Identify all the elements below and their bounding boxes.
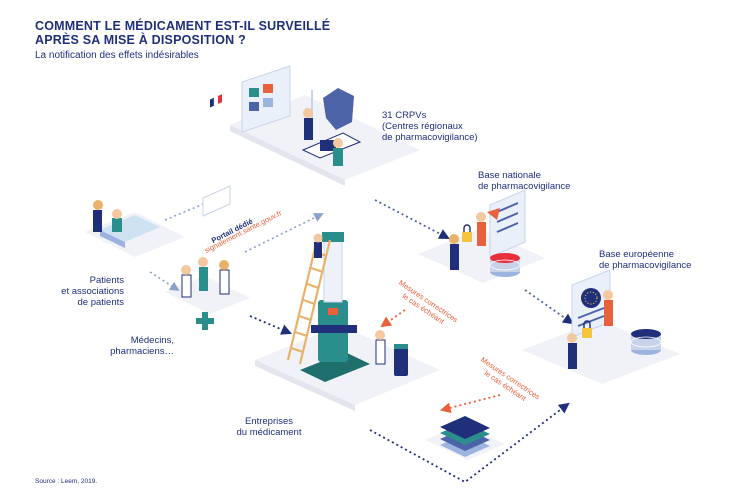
person-crpv-2 bbox=[333, 148, 343, 166]
person-europe-2 bbox=[568, 343, 577, 369]
arrow-patients-portal bbox=[164, 193, 227, 221]
base-nationale-scene bbox=[449, 189, 526, 277]
base-europeenne-scene bbox=[567, 269, 662, 369]
medecins-scene bbox=[181, 257, 230, 330]
arrow-medecins-crpv bbox=[244, 213, 324, 253]
database-icon-europe bbox=[630, 329, 662, 355]
person-europe-1 bbox=[604, 300, 613, 326]
doctor-2 bbox=[199, 267, 208, 291]
label-base-europeenne: Base européenne de pharmacovigilance bbox=[599, 249, 692, 271]
microscope-scene bbox=[286, 232, 408, 382]
arrow-patients-medecins bbox=[149, 271, 180, 292]
sample-bottle bbox=[394, 348, 408, 376]
document-stack-icon bbox=[440, 416, 490, 457]
scientist bbox=[375, 339, 386, 365]
label-entreprises: Entreprises du médicament bbox=[236, 416, 302, 438]
database-icon-nationale bbox=[489, 253, 521, 277]
arrow-crpv-base-nationale bbox=[374, 199, 450, 239]
label-patients: Patients et associations de patients bbox=[61, 275, 124, 308]
portal-card bbox=[202, 94, 231, 217]
label-medecins: Médecins, pharmaciens… bbox=[110, 335, 174, 357]
label-base-nationale: Base nationale de pharmacovigilance bbox=[478, 170, 571, 192]
source-note: Source : Leem, 2019. bbox=[35, 478, 98, 485]
person-crpv-1 bbox=[304, 118, 313, 140]
patients-scene bbox=[93, 200, 160, 248]
arrow-medecins-entreprises bbox=[249, 315, 292, 335]
padlock-icon bbox=[462, 232, 472, 242]
crpv-scene bbox=[241, 65, 362, 166]
arrow-entreprises-europeenne bbox=[369, 402, 570, 484]
page-subtitle: La notification des effets indésirables bbox=[35, 50, 199, 61]
person-nationale-1 bbox=[477, 222, 486, 246]
label-crpv: 31 CRPVs (Centres régionaux de pharmacov… bbox=[382, 110, 478, 143]
ladder-icon bbox=[286, 235, 332, 365]
padlock-icon-europe bbox=[582, 328, 592, 338]
microscope-base bbox=[300, 352, 370, 382]
france-map-icon bbox=[323, 88, 354, 130]
eu-flag-icon bbox=[581, 288, 601, 308]
arrow-mesures-1 bbox=[380, 309, 406, 328]
arrow-mesures-2 bbox=[439, 394, 501, 414]
pharmacy-cross-icon bbox=[196, 312, 214, 330]
doctor-3 bbox=[219, 269, 230, 295]
person-nationale-2 bbox=[450, 244, 459, 270]
patient-in-bed bbox=[112, 218, 122, 232]
arrow-nationale-europeenne bbox=[524, 289, 574, 325]
patient-visitor bbox=[93, 210, 102, 232]
page-title: COMMENT LE MÉDICAMENT EST-IL SURVEILLÉ A… bbox=[35, 19, 355, 47]
title-line-1: COMMENT LE MÉDICAMENT EST-IL SURVEILLÉ bbox=[35, 19, 331, 33]
title-line-2: APRÈS SA MISE À DISPOSITION ? bbox=[35, 33, 246, 47]
doctor-1 bbox=[181, 274, 192, 298]
platform-base-europeenne bbox=[522, 320, 680, 384]
